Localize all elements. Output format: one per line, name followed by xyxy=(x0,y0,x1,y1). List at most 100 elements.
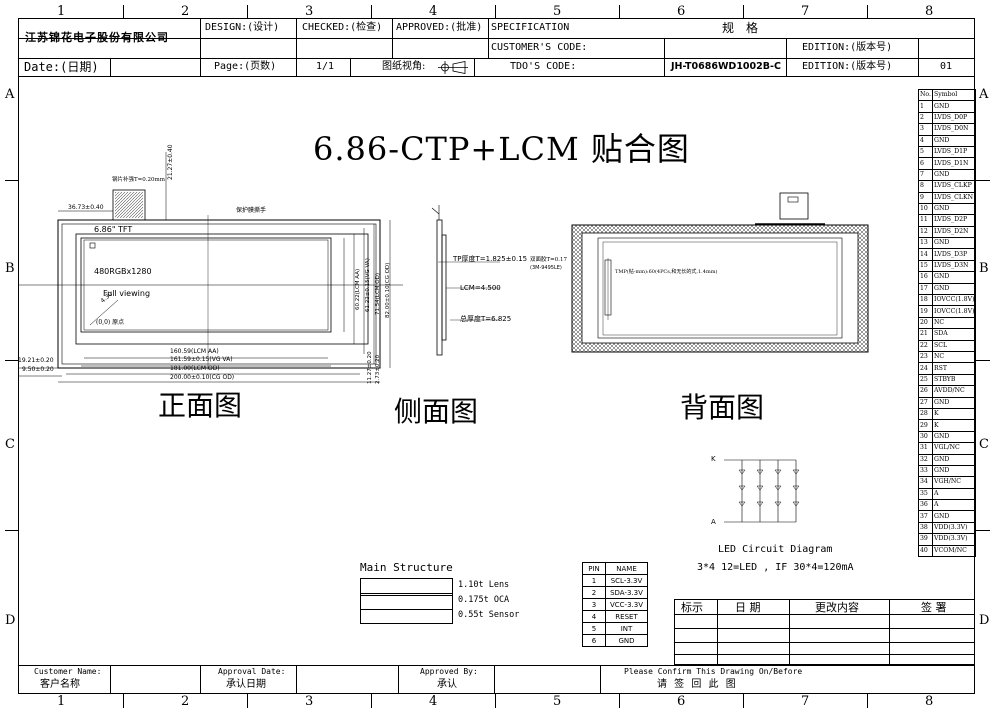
pinout-number: 14 xyxy=(918,248,933,261)
pinout-number: 38 xyxy=(918,521,933,535)
pinout-number: 12 xyxy=(918,225,933,239)
pinout-symbol: GND xyxy=(931,237,977,250)
pinout-number: 29 xyxy=(918,419,933,432)
col-label: 7 xyxy=(801,694,810,709)
col-label: 2 xyxy=(181,4,190,19)
total-thickness: 总厚度T=6.825 xyxy=(460,315,512,323)
pinout-number: 28 xyxy=(918,407,933,421)
pin-number: 4 xyxy=(582,610,606,623)
col-label: 6 xyxy=(677,694,686,709)
back-view-drawing xyxy=(571,192,869,353)
pinout-symbol: GND xyxy=(931,453,977,466)
col-label: 4 xyxy=(429,4,438,19)
approval-date-en: Approval Date: xyxy=(218,667,286,676)
col-label: 7 xyxy=(801,4,810,19)
pin-name: GND xyxy=(605,634,648,647)
approved-label: APPROVED:(批准) xyxy=(396,22,483,33)
pinout-symbol: GND xyxy=(931,100,977,113)
pin-name: INT xyxy=(605,622,648,635)
pinout-number: 3 xyxy=(918,123,933,136)
pinout-symbol: GND xyxy=(931,396,977,409)
pinout-symbol: NC xyxy=(931,316,977,330)
pin-header: PIN xyxy=(582,562,606,575)
dim-v-aa: 60.22(LCM AA) xyxy=(355,268,361,310)
pinout-number: 1 xyxy=(918,100,933,113)
col-label: 3 xyxy=(305,694,314,709)
pinout-symbol: LVDS_D0N xyxy=(931,123,977,136)
pinout-symbol: LVDS_D2N xyxy=(931,225,977,239)
revision-header: 标示 xyxy=(681,601,703,614)
revision-header: 签 署 xyxy=(921,601,947,614)
pinout-symbol: LVDS_CLKP xyxy=(931,180,977,193)
row-label: D xyxy=(979,613,990,628)
pinout-number: 4 xyxy=(918,134,933,147)
row-label: A xyxy=(979,87,989,102)
pinout-number: 33 xyxy=(918,464,933,478)
pinout-symbol: LVDS_D3N xyxy=(931,259,977,273)
front-view-label: 正面图 xyxy=(158,389,243,422)
pinout-number: 26 xyxy=(918,385,933,398)
pinout-symbol: VDD(3.3V) xyxy=(931,533,977,546)
back-note-3: TMP(帖-mm):60(4PCs,和无长的式,1.4mm) xyxy=(615,269,718,275)
dim-top: 36.73±0.40 xyxy=(68,204,104,211)
pinout-number: 39 xyxy=(918,533,933,546)
part-number: JH-T0686WD1002B-C xyxy=(671,61,781,72)
symbol-header: Symbol xyxy=(931,88,977,102)
led-desc: 3*4 12=LED , IF 30*4=120mA xyxy=(697,562,854,573)
pinout-number: 31 xyxy=(918,442,933,455)
fpc-stiffener-note: 钢片补强T=0.20mm xyxy=(112,177,165,183)
symbol-header: No. xyxy=(918,88,933,102)
col-label: 6 xyxy=(677,4,686,19)
confirm-cn: 请 签 回 此 图 xyxy=(657,679,738,690)
revision-table: 标示 日 期 更改内容 签 署 xyxy=(674,599,975,665)
pinout-number: 6 xyxy=(918,157,933,170)
pinout-symbol: GND xyxy=(931,202,977,216)
dim-left-2: 9.50±0.20 xyxy=(22,366,54,373)
side-view-label: 侧面图 xyxy=(394,395,479,428)
pinout-number: 2 xyxy=(918,111,933,125)
spec-cn-label: 规 格 xyxy=(722,21,759,35)
pinout-number: 21 xyxy=(918,328,933,341)
pin-name: SCL-3.3V xyxy=(605,574,648,587)
row-label: C xyxy=(5,437,15,452)
company-name: 江苏锦花电子股份有限公司 xyxy=(25,31,169,44)
pinout-symbol: VDD(3.3V) xyxy=(931,521,977,535)
pin-number: 6 xyxy=(582,634,606,647)
protect-film-note: 保护膜撕手 xyxy=(236,207,267,214)
pin-number: 3 xyxy=(582,598,606,611)
pinout-number: 32 xyxy=(918,453,933,466)
pinout-symbol: LVDS_D2P xyxy=(931,214,977,227)
pinout-number: 40 xyxy=(918,544,933,558)
back-note-2: (3M-9495LE) xyxy=(530,265,562,271)
front-view-drawing xyxy=(18,152,403,383)
pin-name: RESET xyxy=(605,610,648,623)
pinout-number: 25 xyxy=(918,373,933,387)
pinout-number: 19 xyxy=(918,305,933,318)
pinout-symbol: GND xyxy=(931,282,977,296)
view-angle-label: 图纸视角: xyxy=(382,61,426,72)
main-structure-title: Main Structure xyxy=(360,561,453,574)
pinout-symbol: IOVCC(1.8V) xyxy=(931,294,977,307)
pinout-symbol: GND xyxy=(931,510,977,523)
pinout-symbol: VCOM/NC xyxy=(931,544,977,558)
row-label: A xyxy=(5,87,15,102)
pinout-number: 16 xyxy=(918,271,933,284)
row-label: C xyxy=(979,437,989,452)
pinout-symbol: LVDS_D1N xyxy=(931,157,977,170)
pinout-symbol: IOVCC(1.8V) xyxy=(931,305,977,318)
